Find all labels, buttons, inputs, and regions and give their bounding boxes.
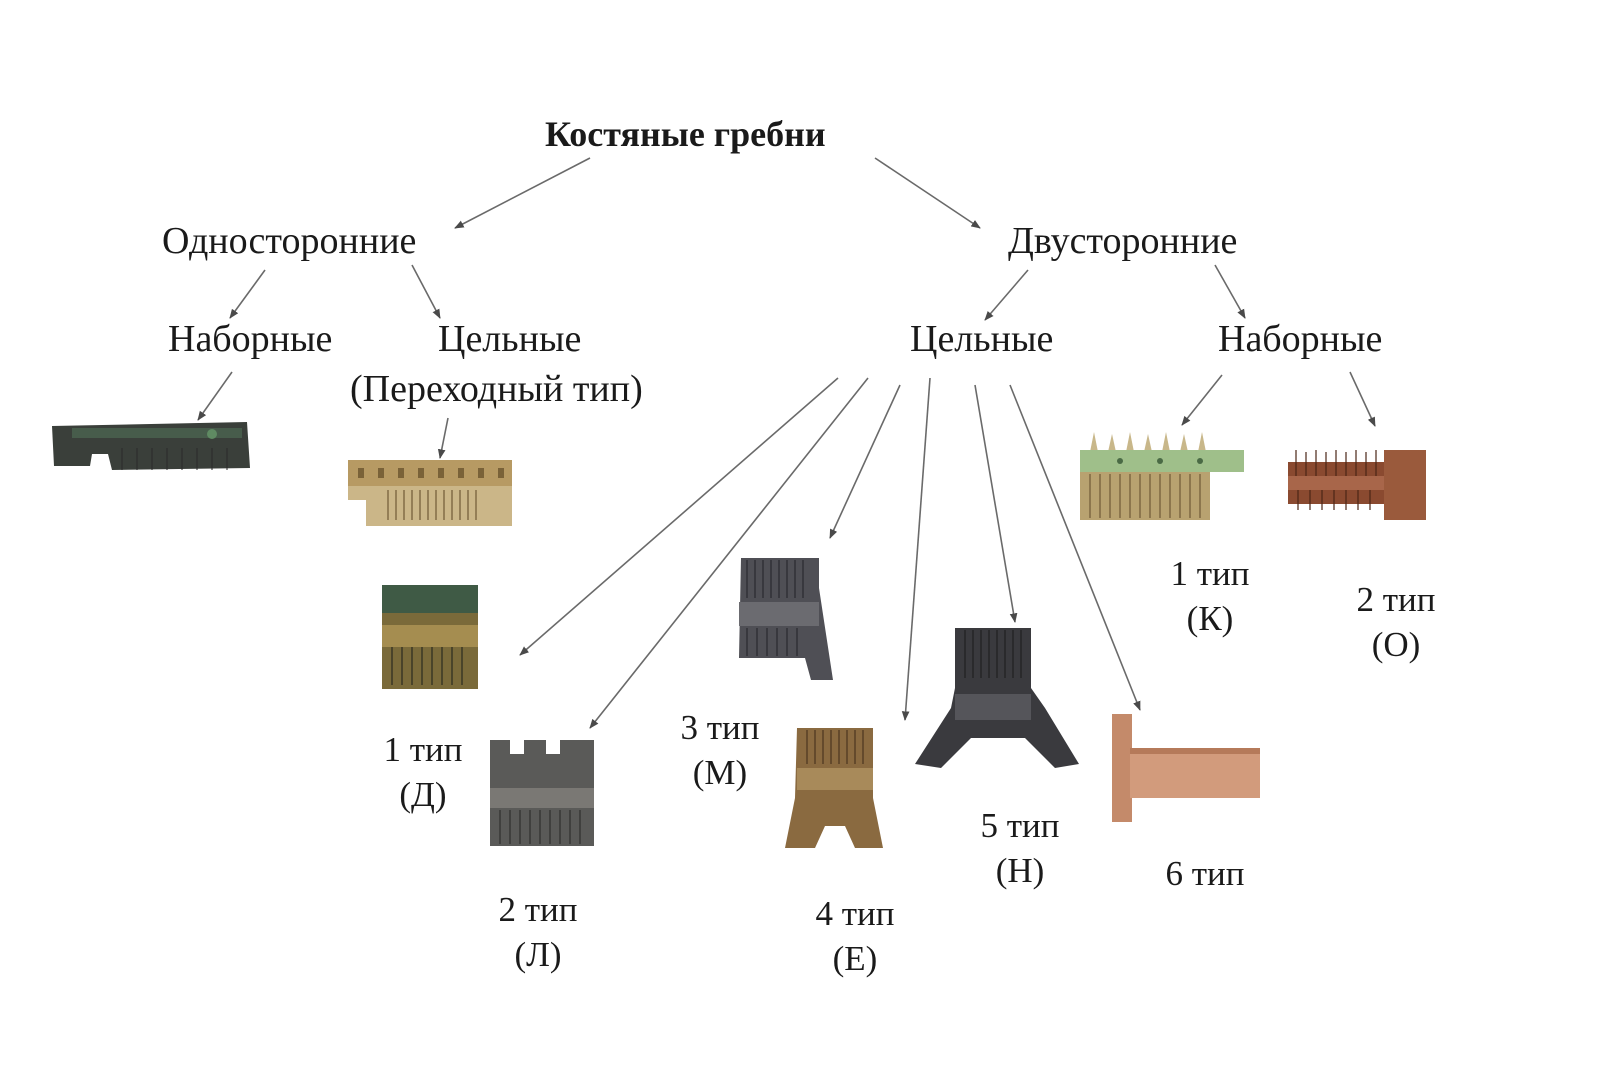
solid-type6-comb-image bbox=[1112, 714, 1260, 822]
two-sided-label: Двусторонние bbox=[1008, 220, 1238, 262]
composite-type2-code: (О) bbox=[1371, 624, 1421, 664]
composite-type2-caption: 2 тип (О) bbox=[1336, 578, 1456, 668]
solid-type2-caption: 2 тип (Л) bbox=[478, 888, 598, 978]
composite-type1-name: 1 тип bbox=[1170, 554, 1250, 593]
solid-type3-code: (М) bbox=[692, 752, 748, 792]
solid-type5-name: 5 тип bbox=[980, 806, 1060, 845]
two-sided-composite-label: Наборные bbox=[1218, 318, 1383, 360]
arrow-solid-to-comb bbox=[437, 417, 449, 459]
solid-type6-caption: 6 тип bbox=[1145, 852, 1265, 897]
composite-type1-code: (К) bbox=[1186, 598, 1234, 638]
arrow-solid-to-type2 bbox=[589, 377, 869, 729]
arrow-composite-to-comb bbox=[197, 371, 233, 421]
solid-type4-comb-image bbox=[785, 728, 883, 848]
one-sided-label: Односторонние bbox=[162, 220, 417, 262]
one-sided-solid-comb-image bbox=[348, 460, 512, 526]
composite-type1-caption: 1 тип (К) bbox=[1150, 552, 1270, 642]
composite-type1-comb-image bbox=[1080, 432, 1244, 520]
solid-type3-caption: 3 тип (М) bbox=[660, 706, 780, 796]
composite-type2-name: 2 тип bbox=[1356, 580, 1436, 619]
arrow-two-sided-to-solid bbox=[984, 269, 1029, 321]
arrow-root-to-one-sided bbox=[454, 157, 591, 229]
solid-type1-code: (Д) bbox=[399, 774, 447, 814]
solid-type2-code: (Л) bbox=[514, 934, 562, 974]
one-sided-composite-comb-image bbox=[52, 422, 250, 470]
arrow-composite-to-type1 bbox=[1181, 374, 1223, 426]
transitional-type-label: (Переходный тип) bbox=[350, 368, 643, 410]
solid-type4-name: 4 тип bbox=[815, 894, 895, 933]
solid-type1-caption: 1 тип (Д) bbox=[363, 728, 483, 818]
solid-type3-comb-image bbox=[739, 558, 833, 680]
arrow-one-sided-to-solid bbox=[411, 264, 441, 319]
arrow-one-sided-to-composite bbox=[229, 269, 266, 319]
solid-type5-comb-image bbox=[915, 628, 1079, 768]
solid-type1-name: 1 тип bbox=[383, 730, 463, 769]
arrow-solid-to-type1 bbox=[519, 377, 839, 656]
solid-type2-name: 2 тип bbox=[498, 890, 578, 929]
one-sided-solid-label: Цельные bbox=[438, 318, 582, 360]
two-sided-solid-label: Цельные bbox=[910, 318, 1054, 360]
solid-type3-name: 3 тип bbox=[680, 708, 760, 747]
solid-type6-name: 6 тип bbox=[1165, 854, 1245, 893]
arrow-root-to-two-sided bbox=[874, 157, 981, 229]
arrow-solid-to-type3 bbox=[829, 384, 901, 539]
solid-type5-code: (Н) bbox=[995, 850, 1045, 890]
diagram-title: Костяные гребни bbox=[545, 114, 826, 154]
solid-type5-caption: 5 тип (Н) bbox=[960, 804, 1080, 894]
arrow-solid-to-type4 bbox=[901, 377, 931, 721]
composite-type2-comb-image bbox=[1288, 450, 1426, 520]
arrow-solid-to-type6 bbox=[1009, 384, 1141, 711]
arrow-two-sided-to-composite bbox=[1214, 264, 1246, 319]
solid-type4-caption: 4 тип (Е) bbox=[795, 892, 915, 982]
one-sided-composite-label: Наборные bbox=[168, 318, 333, 360]
solid-type2-comb-image bbox=[490, 740, 594, 846]
arrow-composite-to-type2 bbox=[1349, 371, 1376, 427]
solid-type1-comb-image bbox=[382, 585, 478, 689]
arrow-solid-to-type5 bbox=[974, 384, 1018, 623]
solid-type4-code: (Е) bbox=[832, 938, 878, 978]
